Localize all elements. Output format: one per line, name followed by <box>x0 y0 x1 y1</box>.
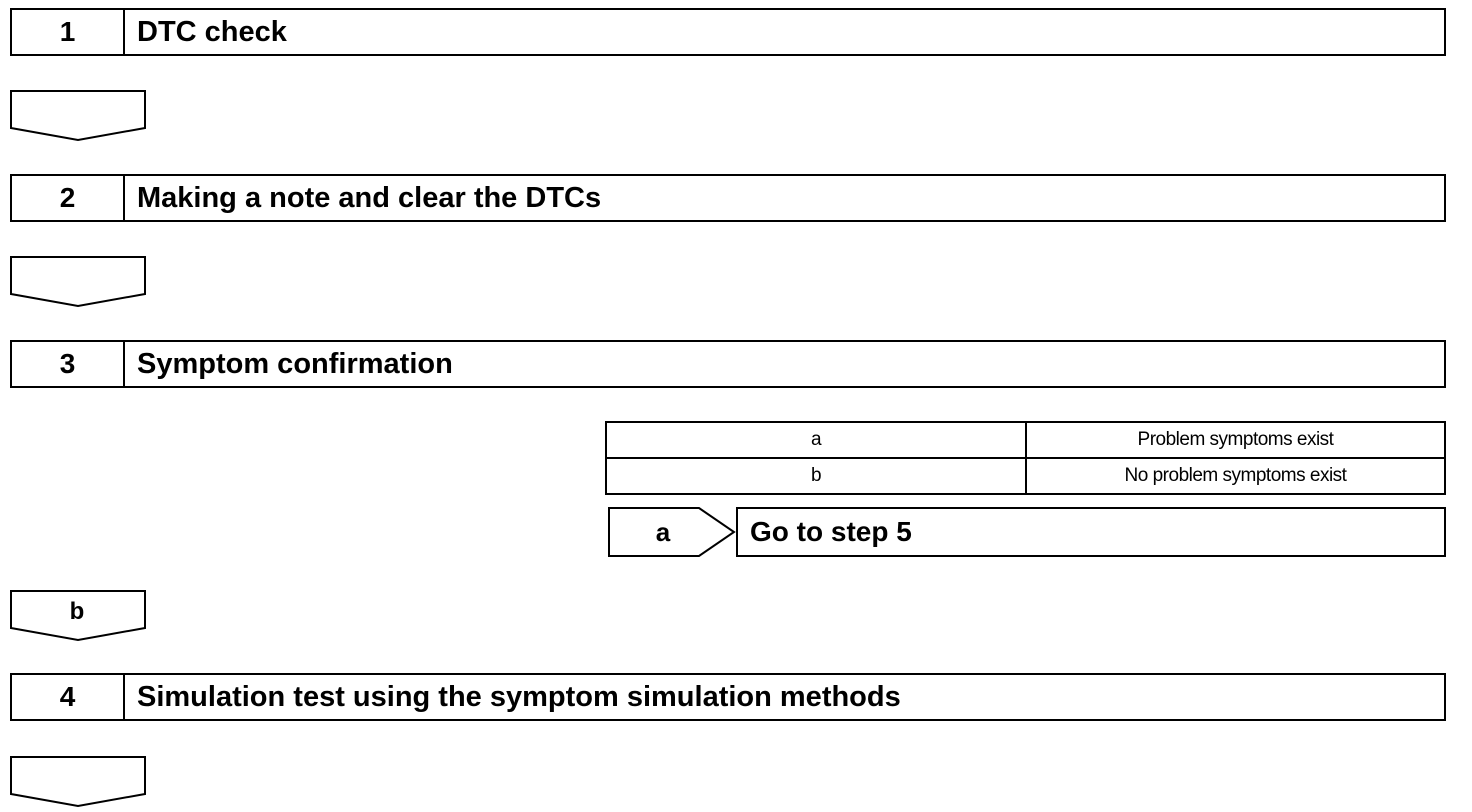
step-number: 2 <box>12 176 125 220</box>
result-description: No problem symptoms exist <box>1025 457 1446 495</box>
table-row: a Problem symptoms exist <box>605 421 1446 459</box>
table-row: b No problem symptoms exist <box>605 457 1446 495</box>
step-4-box: 4 Simulation test using the symptom simu… <box>10 673 1446 721</box>
down-arrow-connector <box>10 90 148 142</box>
step-number: 4 <box>12 675 125 719</box>
down-arrow-icon <box>10 756 146 808</box>
down-arrow-connector <box>10 756 148 808</box>
step-number: 1 <box>12 10 125 54</box>
step-3-box: 3 Symptom confirmation <box>10 340 1446 388</box>
step-title: Making a note and clear the DTCs <box>137 181 602 214</box>
down-arrow-connector <box>10 256 148 308</box>
connector-label: b <box>69 598 85 625</box>
down-arrow-icon <box>10 90 146 142</box>
down-arrow-connector: b <box>10 590 148 642</box>
step-title: Symptom confirmation <box>137 347 453 380</box>
result-key: b <box>605 457 1027 495</box>
branch-target: Go to step 5 <box>736 507 1446 557</box>
down-arrow-icon <box>10 590 146 642</box>
result-table: a Problem symptoms exist b No problem sy… <box>605 421 1446 495</box>
step-title: DTC check <box>137 15 287 48</box>
step-title: Simulation test using the symptom simula… <box>137 680 901 713</box>
step-1-box: 1 DTC check <box>10 8 1446 56</box>
step-2-box: 2 Making a note and clear the DTCs <box>10 174 1446 222</box>
result-description: Problem symptoms exist <box>1025 421 1446 459</box>
right-arrow-icon <box>608 507 736 557</box>
branch-tag-label: a <box>655 517 671 547</box>
step-number: 3 <box>12 342 125 386</box>
down-arrow-icon <box>10 256 146 308</box>
branch-tag: a <box>607 506 737 558</box>
result-key: a <box>605 421 1027 459</box>
